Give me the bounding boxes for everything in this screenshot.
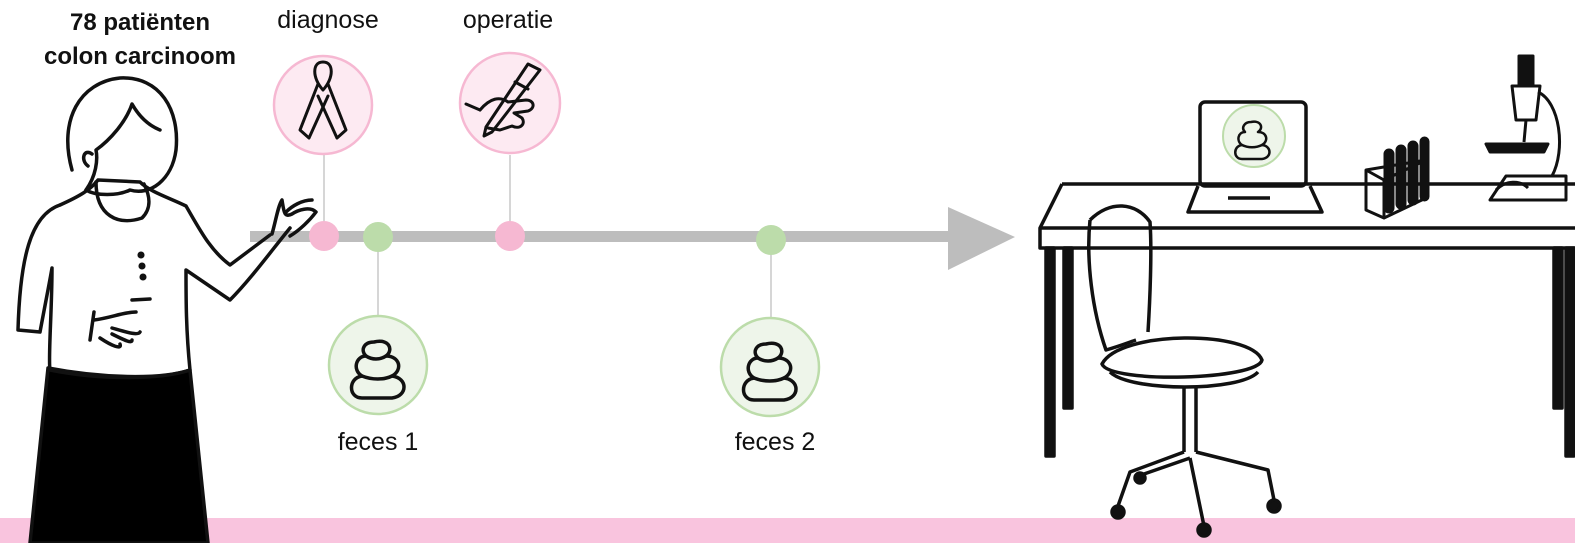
laptop-illustration	[1186, 100, 1324, 214]
stool-sample-1-dot	[363, 222, 393, 252]
bottom-band	[0, 518, 1575, 543]
cohort-title-line-2: colon carcinoom	[43, 43, 237, 70]
surgery-label: operatie	[462, 6, 554, 34]
surgery-dot	[495, 221, 525, 251]
stool-icon	[327, 314, 429, 416]
cohort-title: 78 patiënten colon carcinoom	[40, 6, 240, 74]
stool-sample-1-label: feces 1	[337, 428, 419, 456]
stool-icon	[1222, 104, 1286, 168]
timeline-arrow	[250, 207, 1015, 270]
diagnosis-label: diagnose	[277, 6, 379, 34]
office-chair-illustration	[1087, 204, 1282, 538]
stool-sample-2-dot	[756, 225, 786, 255]
stool-icon	[719, 316, 821, 418]
test-tube-rack-illustration	[1364, 136, 1430, 220]
cohort-title-line-1: 78 patiënten	[69, 9, 211, 36]
scalpel-icon	[458, 51, 562, 155]
awareness-ribbon-icon	[272, 54, 374, 156]
microscope-illustration	[1484, 54, 1568, 202]
desk-illustration	[1038, 182, 1575, 458]
stool-sample-2-label: feces 2	[734, 428, 816, 456]
diagnosis-dot	[309, 221, 339, 251]
presenter-illustration	[16, 76, 318, 543]
